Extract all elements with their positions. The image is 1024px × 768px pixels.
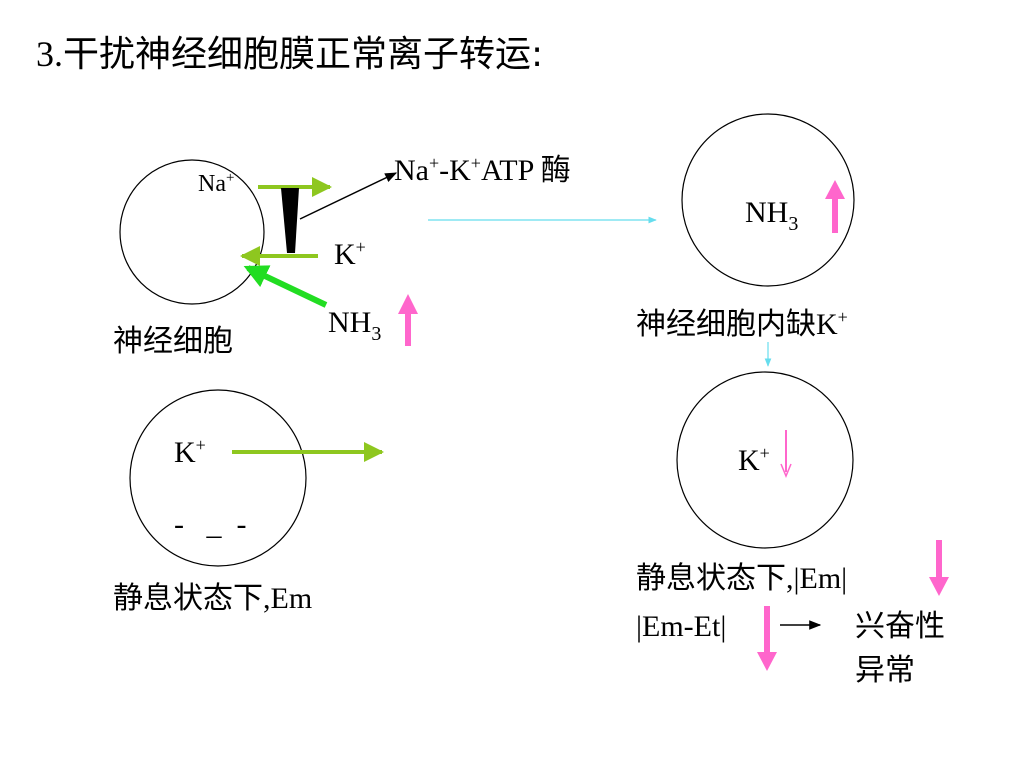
membrane-charge-marks: - _ - <box>174 508 246 541</box>
resting-abs-em-caption: 静息状态下,|Em| <box>636 561 847 596</box>
enzyme-label: Na+-K+ATP 酶 <box>394 153 571 188</box>
slide-title: 3.干扰神经细胞膜正常离子转运: <box>36 32 543 77</box>
k-ion-label: K+ <box>334 237 366 271</box>
nerve-cell-caption: 神经细胞 <box>113 324 233 359</box>
title-number: 3. <box>36 34 63 74</box>
atpase-pump-shape <box>281 188 299 253</box>
k-decrease-arrowhead <box>780 463 792 478</box>
cell-circle-bottom-right <box>676 371 854 549</box>
nh3-label-left: NH3 <box>328 306 381 345</box>
k-ion-label-resting: K+ <box>174 435 206 469</box>
title-text: 干扰神经细胞膜正常离子转运: <box>63 34 544 75</box>
resting-em-caption: 静息状态下,Em <box>113 581 312 616</box>
nh3-inhibit-arrow <box>243 265 328 308</box>
em-et-caption: |Em-Et| <box>636 610 726 643</box>
nh3-increase-arrow-right <box>825 180 845 233</box>
nh3-label-right: NH3 <box>745 196 798 235</box>
na-ion-label: Na+ <box>198 170 234 197</box>
k-deficiency-caption: 神经细胞内缺K+ <box>636 307 848 342</box>
nh3-increase-arrow-left <box>398 294 418 346</box>
em-et-decrease-arrow <box>757 606 777 671</box>
abnormal-text: 异常 <box>855 653 915 688</box>
nerve-cell-circle <box>119 159 265 305</box>
excitability-text: 兴奋性 <box>855 609 945 644</box>
cell-circle-top-right <box>681 113 855 287</box>
enzyme-pointer-line <box>299 172 398 220</box>
k-ion-label-decrease: K+ <box>738 443 770 477</box>
abs-em-decrease-arrow <box>929 540 949 596</box>
resting-cell-circle <box>129 389 307 567</box>
